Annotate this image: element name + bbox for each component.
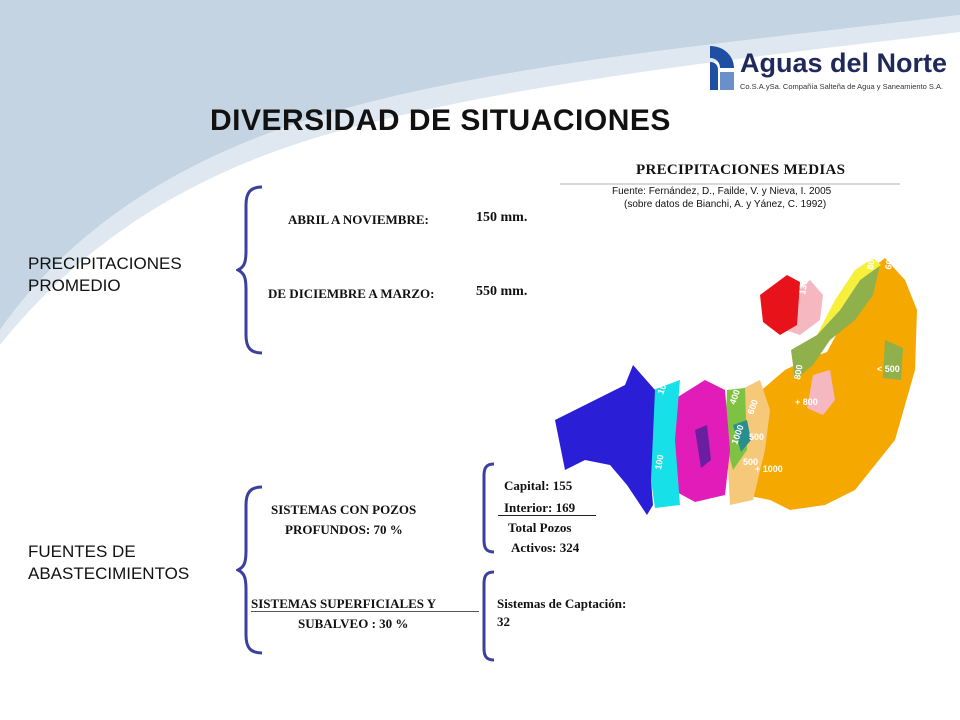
fuentes-brace xyxy=(236,485,263,655)
total-line2: Activos: 324 xyxy=(511,540,580,555)
superficiales-underline xyxy=(251,611,479,612)
isohyet-label: + 800 xyxy=(795,397,818,407)
dic-value: 550 mm. xyxy=(476,284,528,299)
isohyet-label: 100 xyxy=(655,378,670,396)
isohyet-label: 800 xyxy=(739,504,751,521)
captacion-line1: Sistemas de Captación: xyxy=(497,596,627,611)
interior-count: Interior: 169 xyxy=(504,500,576,515)
isohyet-label: 200 xyxy=(787,258,802,276)
precipitaciones-brace xyxy=(236,185,263,355)
isohyet-label: 600 xyxy=(883,254,895,271)
isohyet-label: 1000 xyxy=(847,249,860,270)
isohyet-label: 400 xyxy=(727,504,739,521)
abril-label: ABRIL A NOVIEMBRE: xyxy=(288,212,429,227)
total-line1: Total Pozos xyxy=(508,520,572,535)
map-title-underline xyxy=(560,183,900,185)
isohyet-label: 1300 xyxy=(797,274,810,295)
isohyet-label: 200 xyxy=(747,333,762,351)
logo-tagline: Co.S.A.ySa. Compañía Salteña de Agua y S… xyxy=(740,82,944,91)
isohyet-label: + 1000 xyxy=(755,464,783,474)
isohyet-label: 600 xyxy=(745,398,760,416)
logo-mark-icon xyxy=(710,46,734,90)
isohyet-label: 100 xyxy=(653,454,665,471)
pozos-line2: PROFUNDOS: 70 % xyxy=(285,522,403,537)
dic-label: DE DICIEMBRE A MARZO: xyxy=(268,286,435,301)
precipitaciones-heading: PRECIPITACIONES PROMEDIO xyxy=(28,254,182,295)
sum-underline xyxy=(498,515,596,516)
superficiales-line2: SUBALVEO : 30 % xyxy=(298,616,409,631)
map-title: PRECIPITACIONES MEDIAS xyxy=(636,162,846,178)
isohyet-label: 500 xyxy=(749,432,764,442)
company-logo: Aguas del Norte Co.S.A.ySa. Compañía Sal… xyxy=(706,44,948,100)
logo-name: Aguas del Norte xyxy=(740,48,948,78)
precipitation-map: 1000 800 600 200 1300 200 1300 1000 800 … xyxy=(555,249,917,521)
isohyet-label: 400 xyxy=(727,388,742,406)
isohyet-label: 200 xyxy=(704,358,718,375)
isohyet-label: 500 xyxy=(743,457,758,467)
isohyet-label: 600 xyxy=(751,504,763,521)
capital-count: Capital: 155 xyxy=(504,478,573,493)
isohyet-label: 200 xyxy=(694,504,706,521)
pozos-brace xyxy=(482,462,495,554)
isohyet-label: 800 xyxy=(792,364,804,381)
isohyet-label: 800 xyxy=(865,254,877,271)
isohyet-label: < 500 xyxy=(877,364,900,374)
map-source-line2: (sobre datos de Bianchi, A. y Yánez, C. … xyxy=(624,199,827,210)
page-title: DIVERSIDAD DE SITUACIONES xyxy=(210,104,671,137)
captacion-line2: 32 xyxy=(497,614,510,629)
pozos-line1: SISTEMAS CON POZOS xyxy=(271,502,417,517)
captacion-brace xyxy=(482,570,495,662)
superficiales-line1: SISTEMAS SUPERFICIALES Y xyxy=(251,596,437,611)
abril-value: 150 mm. xyxy=(476,210,528,225)
fuentes-heading: FUENTES DE ABASTECIMIENTOS xyxy=(28,542,190,583)
map-source-line1: Fuente: Fernández, D., Failde, V. y Niev… xyxy=(612,186,832,197)
